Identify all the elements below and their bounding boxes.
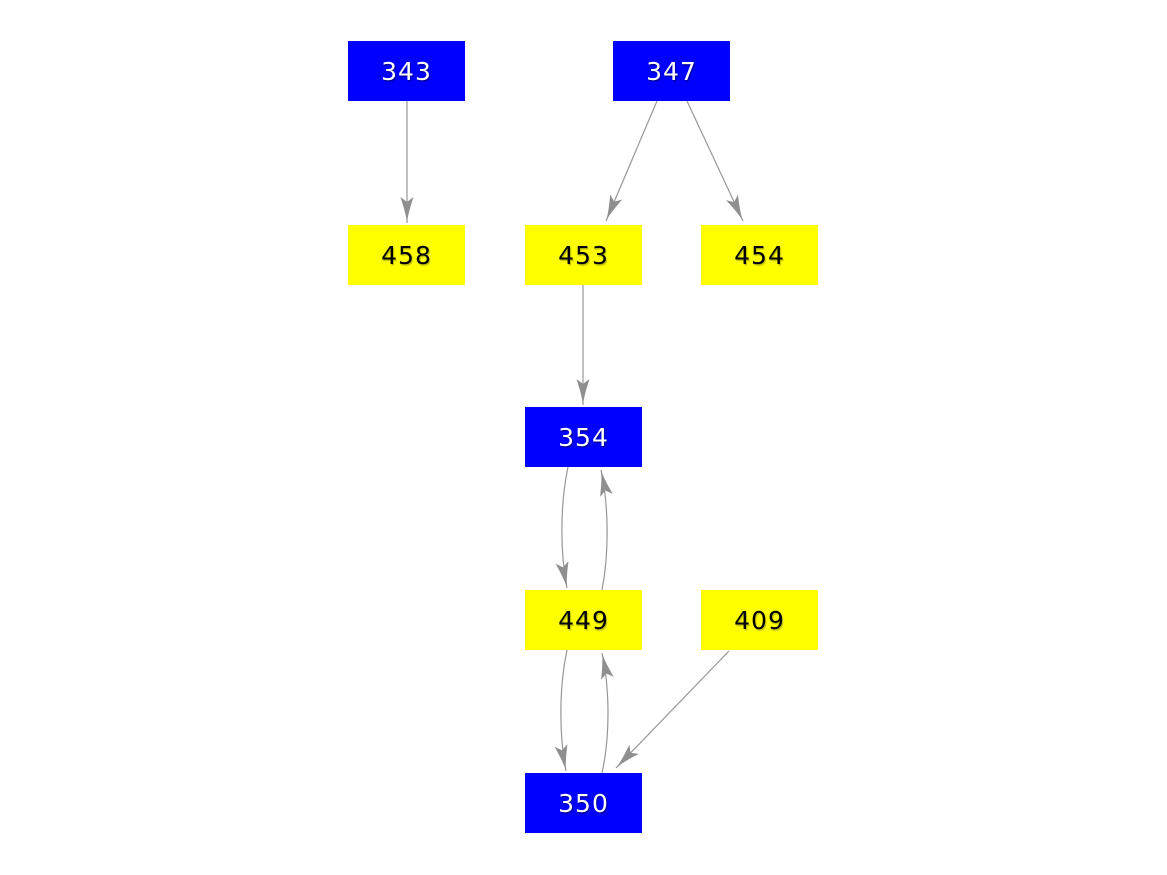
- node-label: 354: [558, 422, 609, 452]
- edge-347-453: [605, 100, 658, 222]
- node-350: 350: [525, 773, 642, 833]
- node-label: 343: [381, 56, 432, 86]
- node-label: 347: [646, 56, 697, 86]
- edge-409-350: [615, 650, 730, 769]
- node-454: 454: [701, 225, 818, 285]
- edge-347-454: [686, 100, 744, 222]
- node-label: 454: [734, 240, 785, 270]
- node-label: 409: [734, 605, 785, 635]
- edge-354-449: [555, 466, 569, 589]
- node-label: 350: [558, 788, 609, 818]
- node-347: 347: [613, 41, 730, 101]
- node-label: 458: [381, 240, 432, 270]
- node-409: 409: [701, 590, 818, 650]
- edge-350-449: [601, 652, 614, 774]
- node-label: 453: [558, 240, 609, 270]
- node-449: 449: [525, 590, 642, 650]
- node-453: 453: [525, 225, 642, 285]
- node-343: 343: [348, 41, 465, 101]
- edge-449-354: [600, 469, 613, 591]
- node-458: 458: [348, 225, 465, 285]
- edge-449-350: [554, 649, 568, 772]
- node-label: 449: [558, 605, 609, 635]
- node-354: 354: [525, 407, 642, 467]
